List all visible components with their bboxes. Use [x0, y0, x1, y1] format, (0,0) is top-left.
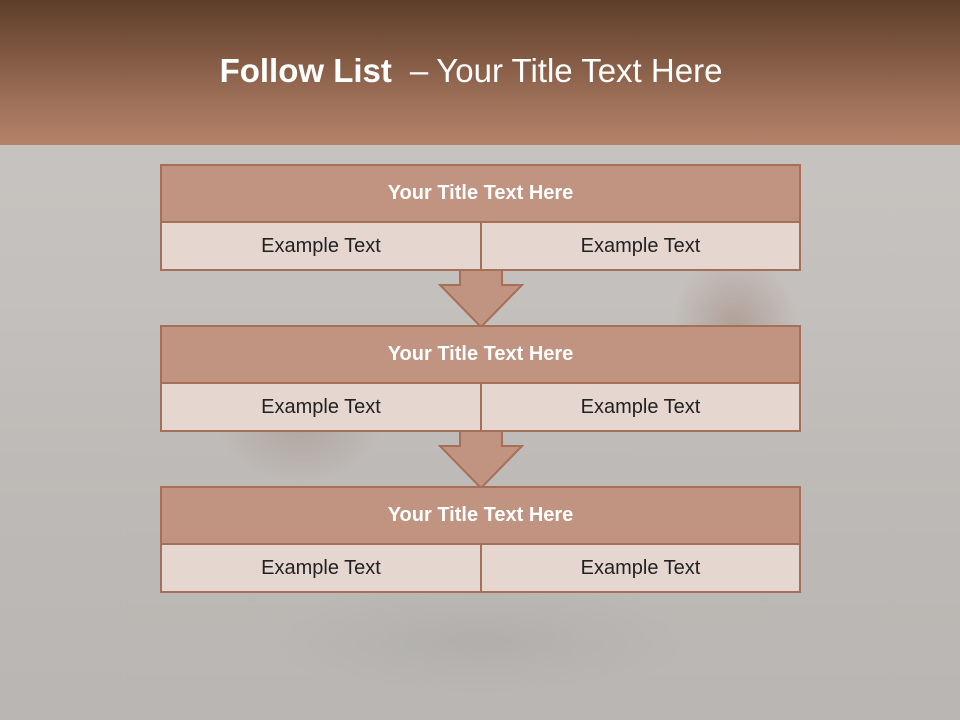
step-3-left-text: Example Text [160, 543, 482, 593]
step-1-right-text: Example Text [480, 221, 801, 271]
step-box-1: Your Title Text Here Example Text Exampl… [160, 164, 801, 271]
slide-title-dash: – [409, 52, 429, 89]
step-title-3: Your Title Text Here [160, 486, 801, 545]
step-box-2: Your Title Text Here Example Text Exampl… [160, 325, 801, 432]
down-arrow-icon [438, 269, 524, 329]
step-2-right-text: Example Text [480, 382, 801, 432]
header-band [0, 0, 960, 145]
down-arrow-icon [438, 430, 524, 490]
slide-title: Follow List–Your Title Text Here [0, 52, 942, 90]
slide-title-subtitle: Your Title Text Here [436, 52, 723, 89]
step-3-right-text: Example Text [480, 543, 801, 593]
step-title-1: Your Title Text Here [160, 164, 801, 223]
step-box-3: Your Title Text Here Example Text Exampl… [160, 486, 801, 593]
step-2-left-text: Example Text [160, 382, 482, 432]
step-1-left-text: Example Text [160, 221, 482, 271]
step-title-2: Your Title Text Here [160, 325, 801, 384]
slide-title-main: Follow List [219, 52, 392, 89]
